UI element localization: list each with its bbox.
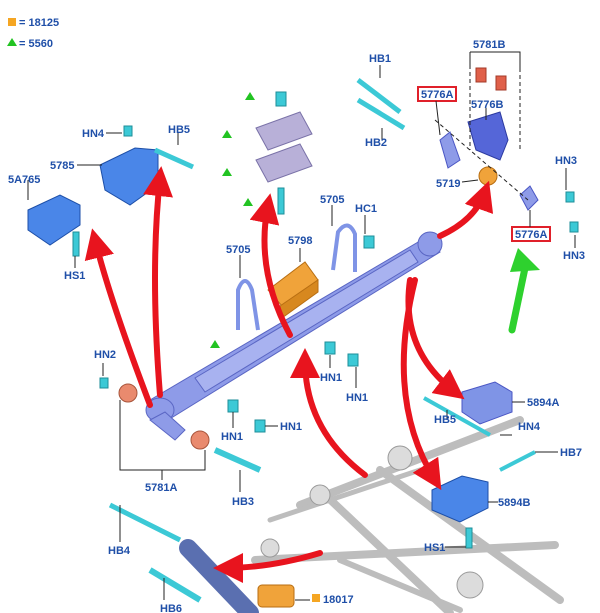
- label-hc1: HC1: [355, 203, 377, 215]
- axle-hub-icon: [309, 484, 331, 506]
- label-hn4-bottom: HN4: [518, 421, 541, 433]
- arrow-icon: [400, 277, 442, 491]
- label-hb4: HB4: [108, 545, 131, 557]
- label-hn4-top: HN4: [82, 128, 105, 140]
- legend-triangle-icon: [7, 38, 17, 46]
- label-5798: 5798: [288, 235, 312, 247]
- label-hs1-bottom: HS1: [424, 542, 445, 554]
- label-5776b: 5776B: [471, 99, 503, 111]
- bushing-icon: [99, 377, 262, 473]
- red-arrows: [84, 166, 494, 583]
- label-5776a-right: 5776A: [515, 229, 547, 241]
- nut-icon: [565, 191, 575, 203]
- label-5776a-top: 5776A: [421, 89, 453, 101]
- label-18017: 18017: [323, 594, 354, 606]
- u-bolt-icon: [236, 279, 260, 331]
- nut-icon: [275, 91, 287, 107]
- label-5894a: 5894A: [527, 397, 559, 409]
- leaf-spring-icon: [145, 231, 443, 441]
- bolt-icon: [153, 147, 195, 170]
- label-hn2: HN2: [94, 349, 116, 361]
- mount-bracket-icon: [423, 381, 536, 549]
- label-5781b: 5781B: [473, 39, 505, 51]
- label-hb1: HB1: [369, 53, 391, 65]
- triangle-icon: [210, 92, 255, 348]
- nut-icon: [123, 125, 133, 137]
- arrow-icon: [405, 277, 465, 400]
- label-hn1-b: HN1: [280, 421, 302, 433]
- label-hs1-left: HS1: [64, 270, 85, 282]
- arrow-icon: [84, 228, 153, 408]
- label-hn1-a: HN1: [221, 431, 243, 443]
- label-hb5-top: HB5: [168, 124, 190, 136]
- legend-label-5560: = 5560: [19, 38, 53, 50]
- hanger-bracket-icon: [27, 125, 195, 257]
- legend-square-icon: [8, 18, 16, 26]
- arrow-icon: [249, 193, 293, 338]
- label-hn1-d: HN1: [346, 392, 368, 404]
- label-5705-right: 5705: [320, 194, 344, 206]
- axle-hub-icon: [387, 445, 413, 471]
- label-hb2: HB2: [365, 137, 387, 149]
- label-5705-left: 5705: [226, 244, 250, 256]
- axle-hub-icon: [260, 538, 280, 558]
- bolt-icon: [72, 231, 80, 257]
- label-5785: 5785: [50, 160, 74, 172]
- highlight-box: [511, 226, 551, 242]
- axle-hub-icon: [456, 571, 484, 599]
- arrow-icon: [213, 550, 323, 583]
- label-5781a: 5781A: [145, 482, 177, 494]
- label-hb6: HB6: [160, 603, 182, 613]
- shim-plates: [255, 91, 313, 215]
- label-hn3-b: HN3: [563, 250, 585, 262]
- part-labels: HB1 HB2 5776A 5781B 5776B 5719 HN3 HN3 5…: [8, 39, 585, 613]
- label-hb7: HB7: [560, 447, 582, 459]
- label-hn1-c: HN1: [320, 372, 342, 384]
- leader-lines: [27, 51, 576, 601]
- nut-icon: [569, 221, 579, 233]
- label-5894b: 5894B: [498, 497, 530, 509]
- green-arrow-icon: [508, 248, 540, 334]
- arrow-icon: [143, 166, 173, 398]
- label-5a765: 5A765: [8, 174, 40, 186]
- bushing-icon: [478, 166, 498, 186]
- shackle-assembly-icon: [356, 67, 579, 233]
- label-5719: 5719: [436, 178, 460, 190]
- label-hb5-bottom: HB5: [434, 414, 456, 426]
- highlight-box: [417, 86, 457, 102]
- square-icon: [312, 594, 320, 602]
- legend-label-18125: = 18125: [19, 17, 59, 29]
- arrow-icon: [290, 348, 368, 478]
- arrow-icon: [437, 180, 494, 239]
- label-hn3-a: HN3: [555, 155, 577, 167]
- bolt-icon: [277, 187, 285, 215]
- label-hb3: HB3: [232, 496, 254, 508]
- u-bolt-icon: [331, 223, 357, 272]
- legend: = 18125 = 5560: [7, 17, 59, 50]
